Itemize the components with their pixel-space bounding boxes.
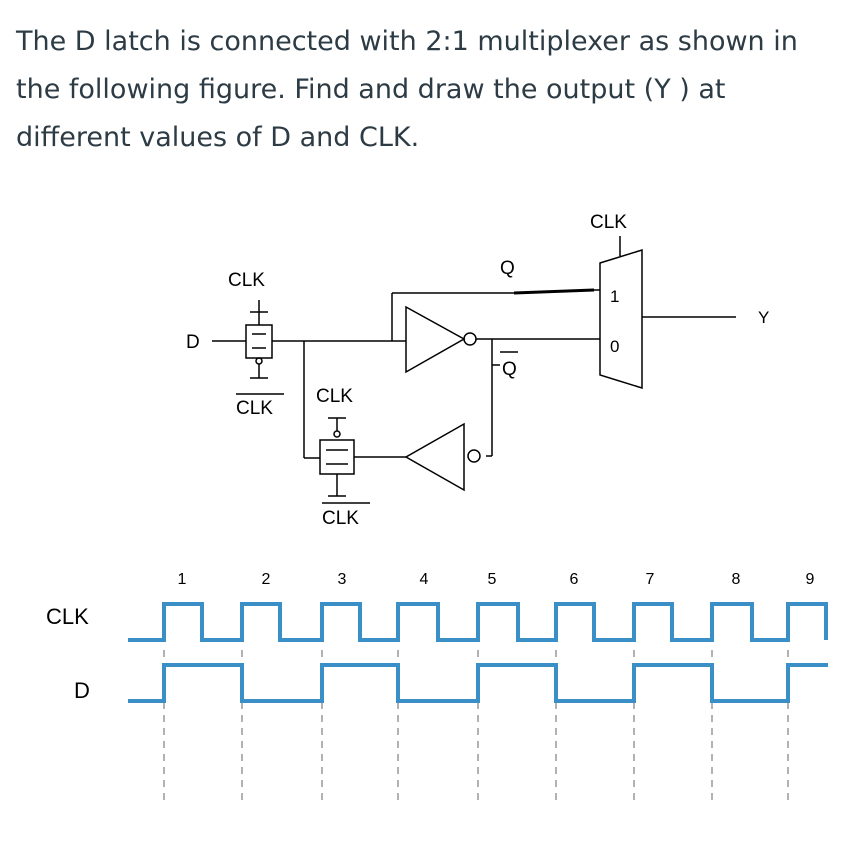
output-y-label: Y [758,308,769,327]
d-signal-label: D [74,678,90,703]
d-waveform [128,663,828,703]
d-input-label: D [186,332,200,353]
cycle-number-labels: 1 2 3 4 5 6 7 8 9 [178,571,815,588]
clk-waveform [128,602,828,642]
mux-2-to-1: CLK 1 0 Y [590,212,769,390]
tg1-clk-bar-label: CLK [236,398,273,419]
cycle-number-1: 1 [178,571,187,588]
cycle-number-3: 3 [338,571,347,588]
cycle-number-9: 9 [806,571,815,588]
cycle-number-6: 6 [570,571,579,588]
q-bar-label: Q [502,359,517,380]
forward-inverter [405,305,477,374]
cycle-number-4: 4 [420,571,429,588]
cycle-number-5: 5 [488,571,497,588]
feedback-inverter [404,422,481,492]
transmission-gate-1 [245,300,273,379]
mux-input-0-label: 0 [610,337,619,356]
tg2-clk-label: CLK [316,386,353,407]
tg2-clk-bar-label: CLK [322,508,359,529]
mux-input-1-label: 1 [610,287,619,306]
q-label: Q [500,258,515,279]
cycle-number-7: 7 [646,571,655,588]
mux-select-label: CLK [590,212,627,233]
cycle-number-8: 8 [732,571,741,588]
transmission-gate-2 [319,417,355,497]
d-latch-circuit: D CLK CLK Q Q [186,258,595,529]
timing-diagram: 1 2 3 4 5 6 7 8 9 CLK D [46,571,828,805]
cycle-number-2: 2 [262,571,271,588]
tg1-clk-label: CLK [228,270,265,291]
question-text: The D latch is connected with 2:1 multip… [16,26,798,153]
clk-signal-label: CLK [46,604,89,629]
